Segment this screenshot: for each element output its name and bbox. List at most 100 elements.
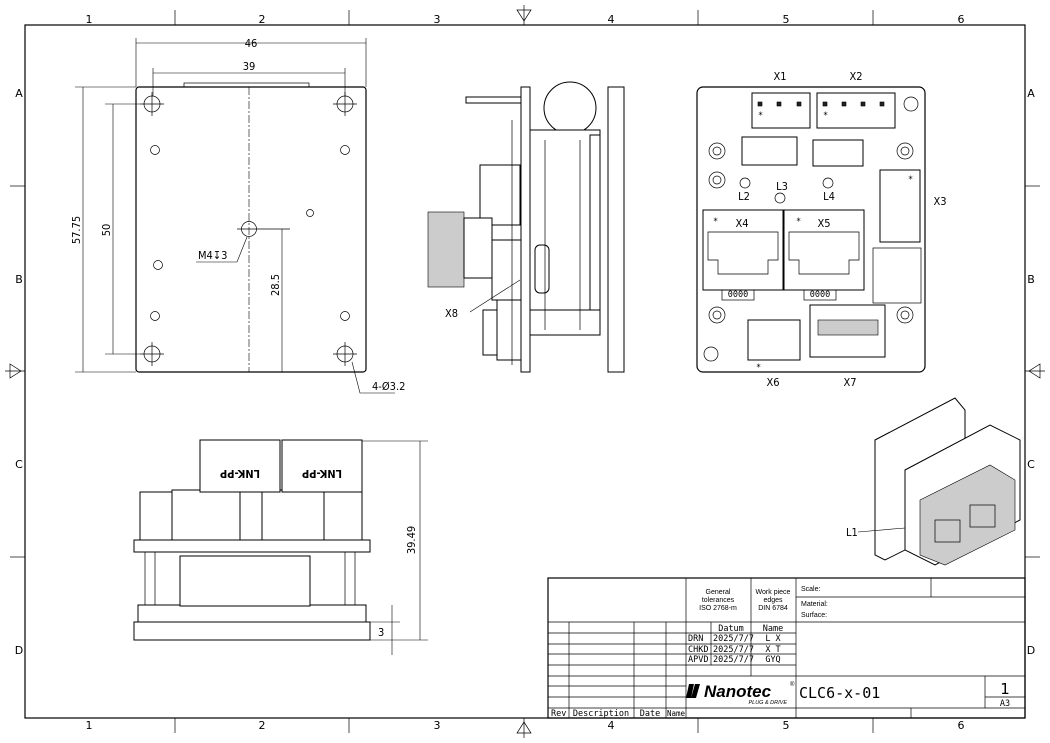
pin1-star-x3: *	[908, 175, 913, 185]
chkd-role: CHKD	[688, 645, 708, 655]
dim-width-46: 46	[245, 37, 258, 50]
holes-callout: 4-Ø3.2	[372, 380, 405, 393]
front-view: LNK-PP LNK-PP 39.49 3	[133, 439, 428, 655]
label-x6: X6	[766, 376, 779, 389]
date-header: Date	[640, 709, 660, 719]
pin1-star-x1: *	[758, 111, 763, 121]
dim-width-39: 39	[243, 60, 256, 73]
drn-date: 2025/7/7	[713, 634, 754, 644]
dim-height-57-75: 57.75	[70, 216, 83, 244]
centering-mark-top	[516, 9, 532, 22]
grid-col-4-bottom: 4	[608, 719, 615, 732]
pin1-star-x2: *	[823, 111, 828, 121]
pins-x5: 0000	[810, 290, 830, 300]
label-x3: X3	[933, 195, 946, 208]
connector-x2	[816, 92, 896, 129]
grid-row-d-right: D	[1027, 644, 1035, 657]
isometric-view: L1	[846, 397, 1021, 566]
centering-mark-right	[1028, 363, 1041, 379]
connector-view: X1 X2 X3 X4 X5 X6 X7 L2 L3 L4 0000 0000 …	[696, 70, 947, 389]
pin1-star-x4: *	[713, 217, 718, 227]
rj45-jack-right	[281, 439, 363, 493]
description-header: Description	[573, 709, 629, 719]
dim-height-39-49: 39.49	[405, 526, 418, 554]
tolerances-line-1: General	[706, 589, 731, 596]
connector-x6	[747, 319, 801, 361]
apvd-name: GYQ	[765, 655, 780, 665]
sheet-number: 1	[1000, 680, 1010, 698]
side-view: X8	[427, 81, 625, 373]
logo-tagline: PLUG & DRIVE	[748, 700, 787, 706]
pins-x4: 0000	[728, 290, 748, 300]
title-block: General tolerances ISO 2768-m Work piece…	[547, 577, 1026, 719]
grid-col-2: 2	[259, 13, 266, 26]
drn-role: DRN	[688, 634, 703, 644]
tolerances-line-2: tolerances	[702, 597, 735, 604]
pin1-star-x5: *	[796, 217, 801, 227]
grid-row-a-right: A	[1027, 87, 1035, 100]
label-l1: L1	[846, 526, 858, 539]
label-x4: X4	[735, 217, 748, 230]
grid-col-1: 1	[86, 13, 93, 26]
logo-registered: ®	[790, 681, 795, 688]
jack-marking-right: LNK-PP	[302, 467, 342, 480]
nanotec-logo-icon	[686, 684, 700, 698]
pin1-star-x6: *	[756, 363, 761, 373]
connector-x3	[879, 169, 921, 243]
centering-mark-bottom	[516, 721, 532, 734]
rev-header: Rev	[551, 709, 566, 719]
top-view: 46 39 57.75 50 28.5 M4↧3 4-Ø3.2	[70, 37, 405, 394]
grid-col-2-bottom: 2	[259, 719, 266, 732]
grid-row-b: B	[15, 273, 23, 286]
grid-col-4: 4	[608, 13, 615, 26]
nanotec-logo: Nanotec ® PLUG & DRIVE	[686, 681, 795, 706]
name-rev-header: Name	[667, 709, 686, 718]
edges-line-3: DIN 6784	[758, 605, 788, 612]
label-l2: L2	[738, 190, 750, 203]
grid-row-c: C	[15, 458, 23, 471]
dim-height-50: 50	[100, 224, 113, 237]
connector-x1	[751, 92, 811, 129]
datum-header: Datum	[718, 624, 744, 634]
label-x7: X7	[843, 376, 856, 389]
plate-outline	[135, 86, 367, 373]
grid-row-a: A	[15, 87, 23, 100]
drawing-number: CLC6-x-01	[799, 684, 880, 702]
chkd-name: X T	[765, 645, 780, 655]
grid-row-d: D	[15, 644, 23, 657]
grid-col-5-bottom: 5	[783, 719, 790, 732]
name-header: Name	[763, 624, 783, 634]
logo-brand: Nanotec	[704, 682, 772, 701]
rj45-jack-left	[199, 439, 281, 493]
grid-col-3-bottom: 3	[434, 719, 441, 732]
mounting-holes	[140, 92, 357, 366]
centering-mark-left	[9, 363, 22, 379]
label-l3: L3	[776, 180, 788, 193]
drawing-frame: 1 2 3 4 5 6 1 2 3 4 5 6 A B C D A B C D	[5, 5, 1045, 738]
chkd-date: 2025/7/7	[713, 645, 754, 655]
edges-line-2: edges	[763, 597, 783, 604]
tolerances-line-3: ISO 2768-m	[699, 605, 737, 612]
label-l4: L4	[823, 190, 835, 203]
grid-row-c-right: C	[1027, 458, 1035, 471]
dim-base-3: 3	[378, 626, 384, 639]
scale-label: Scale:	[801, 586, 821, 593]
grid-col-6-bottom: 6	[958, 719, 965, 732]
dim-offset-28-5: 28.5	[269, 274, 282, 296]
connector-x5	[783, 209, 865, 291]
jack-marking-left: LNK-PP	[220, 467, 260, 480]
apvd-date: 2025/7/7	[713, 655, 754, 665]
grid-col-3: 3	[434, 13, 441, 26]
surface-label: Surface:	[801, 612, 827, 619]
apvd-role: APVD	[688, 655, 708, 665]
material-label: Material:	[801, 601, 828, 608]
label-x5: X5	[817, 217, 830, 230]
paper-format: A3	[1000, 699, 1010, 709]
grid-row-b-right: B	[1027, 273, 1035, 286]
label-x2: X2	[849, 70, 862, 83]
grid-col-1-bottom: 1	[86, 719, 93, 732]
drn-name: L X	[765, 634, 781, 644]
grid-col-6: 6	[958, 13, 965, 26]
thread-callout: M4↧3	[198, 249, 227, 262]
